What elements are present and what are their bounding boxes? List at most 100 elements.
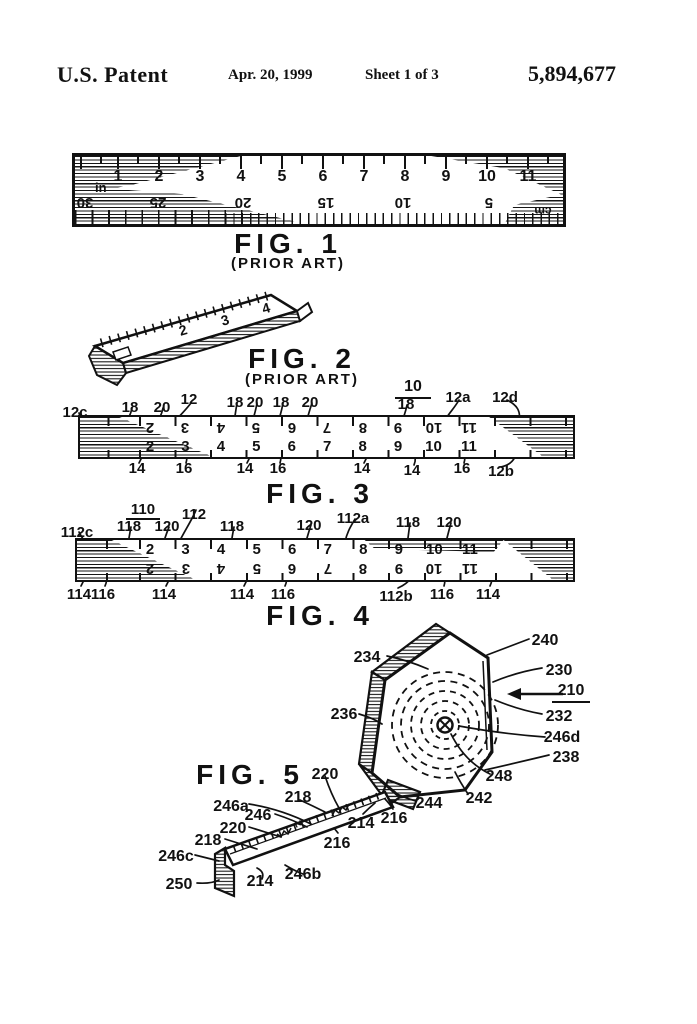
ruler-tip	[295, 301, 314, 323]
ref-label: 12	[180, 391, 198, 408]
scale-number: 8	[358, 438, 367, 455]
ref-label: 18	[272, 394, 290, 411]
scale-number: 15	[317, 194, 335, 211]
fig4-caption: FIG. 4	[266, 600, 374, 631]
ref-label: 114	[475, 586, 501, 603]
scale-number: 7	[323, 438, 332, 455]
scale-number: 9	[393, 438, 403, 455]
ref-label: 218	[284, 789, 312, 806]
ref-label: 14	[128, 460, 146, 477]
ref-label: 218	[194, 832, 222, 849]
ref-label: 20	[301, 394, 319, 411]
scale-number: 2	[145, 541, 155, 558]
scale-number: 3	[181, 541, 190, 558]
scale-number: 3	[181, 438, 190, 455]
ruler-hook-end	[87, 344, 128, 387]
ref-label: 112c	[60, 524, 94, 541]
scale-number: 11	[461, 541, 478, 558]
inch-unit-label: in	[95, 180, 107, 195]
fig1-subcaption: (PRIOR ART)	[231, 255, 345, 272]
tick-marks	[75, 210, 245, 224]
ref-label: 220	[219, 820, 247, 837]
scale-number: 10	[478, 168, 496, 185]
ref-label: 240	[531, 632, 559, 649]
scale-number: 10	[426, 541, 443, 558]
ref-label: 14	[403, 462, 421, 479]
end-hook	[213, 846, 236, 898]
ref-label: 120	[296, 517, 322, 534]
patent-title: U.S. Patent	[57, 62, 169, 87]
tick-marks	[77, 540, 573, 549]
ref-label: 18	[397, 396, 415, 413]
ref-label: 250	[165, 876, 193, 893]
ref-label: 12b	[488, 463, 514, 480]
scale-number: 1	[113, 168, 123, 185]
ref-label: 116	[429, 586, 455, 603]
scale-number: 30	[76, 194, 94, 211]
ref-label: 114	[229, 586, 255, 603]
ref-label: 246d	[543, 729, 581, 746]
scale-number: 4	[216, 438, 226, 455]
ref-label: 120	[154, 518, 180, 535]
ref-label: 120	[436, 514, 462, 531]
scale-number: 4	[216, 541, 226, 558]
ref-label: 216	[323, 835, 351, 852]
scale-number: 6	[318, 168, 328, 185]
scale-number: 5	[277, 168, 287, 185]
scale-number: 20	[234, 194, 252, 211]
scale-number: 4	[236, 168, 246, 185]
ref-label: 18	[121, 399, 139, 416]
ref-label: 114	[66, 586, 92, 603]
fig3-caption: FIG. 3	[266, 478, 374, 509]
ref-label: 116	[90, 586, 116, 603]
fig1-cm-scale: 30 25 20 15 10 5	[75, 156, 563, 224]
fig2-perspective-ruler-drawing	[87, 291, 314, 387]
ref-210-arrow	[507, 688, 563, 700]
scale-number: 2	[154, 168, 164, 185]
ref-label: 118	[395, 514, 421, 531]
scale-number: 6	[287, 438, 296, 455]
sheet-number: Sheet 1 of 3	[365, 67, 439, 83]
fig3-figure-ref: 10	[395, 378, 431, 399]
scale-number: 25	[149, 194, 167, 211]
fig2-subcaption: (PRIOR ART)	[245, 371, 359, 388]
scale-number: 8	[400, 168, 410, 185]
scale-number: 5	[252, 438, 261, 455]
fig5-leader-lines	[194, 638, 550, 885]
scale-number: 6	[288, 541, 297, 558]
ref-label: 236	[330, 706, 358, 723]
coiled-tape	[391, 671, 499, 779]
ref-label: 12a	[445, 389, 471, 406]
ref-label: 232	[545, 708, 573, 725]
scale-number: 11	[519, 168, 537, 185]
tick-marks	[75, 156, 563, 164]
ref-label: 230	[545, 662, 573, 679]
patent-date: Apr. 20, 1999	[228, 67, 313, 83]
ref-label: 112b	[379, 588, 413, 605]
ref-label: 112a	[336, 510, 370, 527]
cm-unit-label: cm	[534, 204, 552, 218]
ref-label: 18	[226, 394, 244, 411]
hub	[436, 716, 454, 734]
ref-label: 214	[347, 815, 375, 832]
tick-marks	[225, 213, 561, 224]
scale-number: 10	[394, 194, 412, 211]
ref-label: 16	[453, 460, 471, 477]
ref-label: 216	[380, 810, 408, 827]
ref-label: 242	[465, 790, 493, 807]
ref-label: 114	[151, 586, 177, 603]
scale-number: 5	[252, 541, 261, 558]
ref-label: 20	[246, 394, 264, 411]
tick-marks	[77, 573, 573, 580]
